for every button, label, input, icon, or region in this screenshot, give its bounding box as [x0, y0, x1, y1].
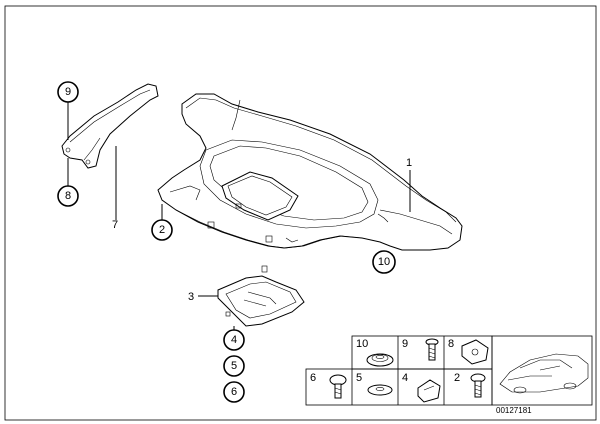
- callout-10-label: 10: [378, 256, 390, 268]
- washer-part: [367, 384, 393, 396]
- callout-9-label: 9: [65, 86, 71, 98]
- box-label-6: 6: [310, 372, 316, 384]
- callout-4: 4: [223, 329, 245, 351]
- box-label-5: 5: [356, 372, 362, 384]
- side-trim-panel: [61, 83, 159, 169]
- label-1: 1: [406, 157, 412, 169]
- callout-4-label: 4: [231, 334, 237, 346]
- callout-6: 6: [223, 381, 245, 403]
- callout-8: 8: [57, 185, 79, 207]
- callout-10: 10: [372, 250, 396, 274]
- trunk-cover-plate: [217, 265, 305, 327]
- callout-9: 9: [57, 81, 79, 103]
- trunk-floor-panel: [157, 93, 463, 251]
- box-label-9: 9: [402, 338, 408, 350]
- callout-5: 5: [223, 355, 245, 377]
- push-rivet-part: [329, 374, 347, 399]
- callout-2-label: 2: [159, 224, 165, 236]
- diagram-frame: [4, 5, 597, 421]
- bolt-part: [470, 373, 486, 398]
- callout-5-label: 5: [231, 360, 237, 372]
- callout-8-label: 8: [65, 190, 71, 202]
- car-thumbnail-icon: [499, 353, 589, 394]
- box-label-8: 8: [448, 338, 454, 350]
- fastener-parts-box: 10 9 8 6 5 4 2: [305, 335, 593, 415]
- box-label-10: 10: [356, 338, 368, 350]
- spring-clip-part: [417, 379, 441, 403]
- clip-nut-part: [461, 339, 489, 365]
- grommet-part: [366, 353, 394, 367]
- screw-part: [425, 338, 439, 361]
- label-7: 7: [112, 219, 118, 231]
- box-label-4: 4: [402, 372, 408, 384]
- callout-2: 2: [151, 219, 173, 241]
- callout-6-label: 6: [231, 386, 237, 398]
- leader-lines: [67, 102, 411, 338]
- label-3: 3: [188, 291, 194, 303]
- reference-number: 00127181: [496, 406, 532, 415]
- box-label-2: 2: [454, 372, 460, 384]
